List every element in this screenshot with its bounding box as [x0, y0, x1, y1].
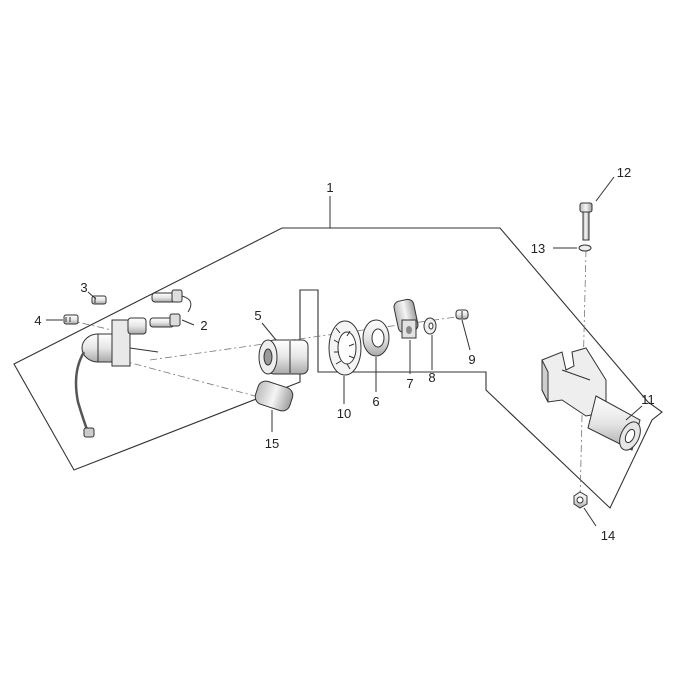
ignition-switch-body — [74, 317, 159, 438]
callout-3: 3 — [80, 280, 87, 295]
leader-3 — [87, 291, 97, 300]
callout-2: 2 — [200, 318, 207, 333]
axis-line-lock — [149, 314, 471, 361]
leader-14 — [583, 507, 597, 527]
callout-7: 7 — [406, 376, 413, 391]
leader-5 — [261, 322, 277, 341]
callout-1: 1 — [326, 180, 333, 195]
callout-6: 6 — [372, 394, 379, 409]
axis-line-pin — [119, 359, 271, 401]
callout-12: 12 — [617, 165, 631, 180]
leader-2 — [181, 319, 195, 326]
leader-12 — [595, 176, 615, 202]
callout-8: 8 — [428, 370, 435, 385]
pin-part-15 — [254, 380, 294, 412]
washer-part-8 — [423, 317, 437, 335]
connector-part-2 — [149, 289, 192, 328]
callout-14: 14 — [601, 528, 615, 543]
callout-11: 11 — [641, 392, 655, 407]
cam-part-7 — [393, 298, 419, 339]
callout-10: 10 — [337, 406, 351, 421]
screw-part-9 — [455, 309, 469, 320]
callout-13: 13 — [531, 241, 545, 256]
nut-part-6 — [362, 319, 390, 357]
leader-11 — [625, 405, 643, 421]
callout-4: 4 — [34, 313, 41, 328]
bolt-part-12 — [579, 202, 593, 241]
screw-part-4 — [63, 314, 79, 325]
lock-cylinder-part-5 — [258, 339, 309, 375]
bracket-part-11 — [541, 347, 641, 451]
callout-9: 9 — [468, 352, 475, 367]
nut-part-14 — [573, 491, 588, 509]
washer-part-13 — [578, 244, 592, 252]
star-washer-part-10 — [328, 320, 362, 376]
callout-15: 15 — [265, 436, 279, 451]
callout-5: 5 — [254, 308, 261, 323]
leader-9 — [461, 319, 471, 351]
